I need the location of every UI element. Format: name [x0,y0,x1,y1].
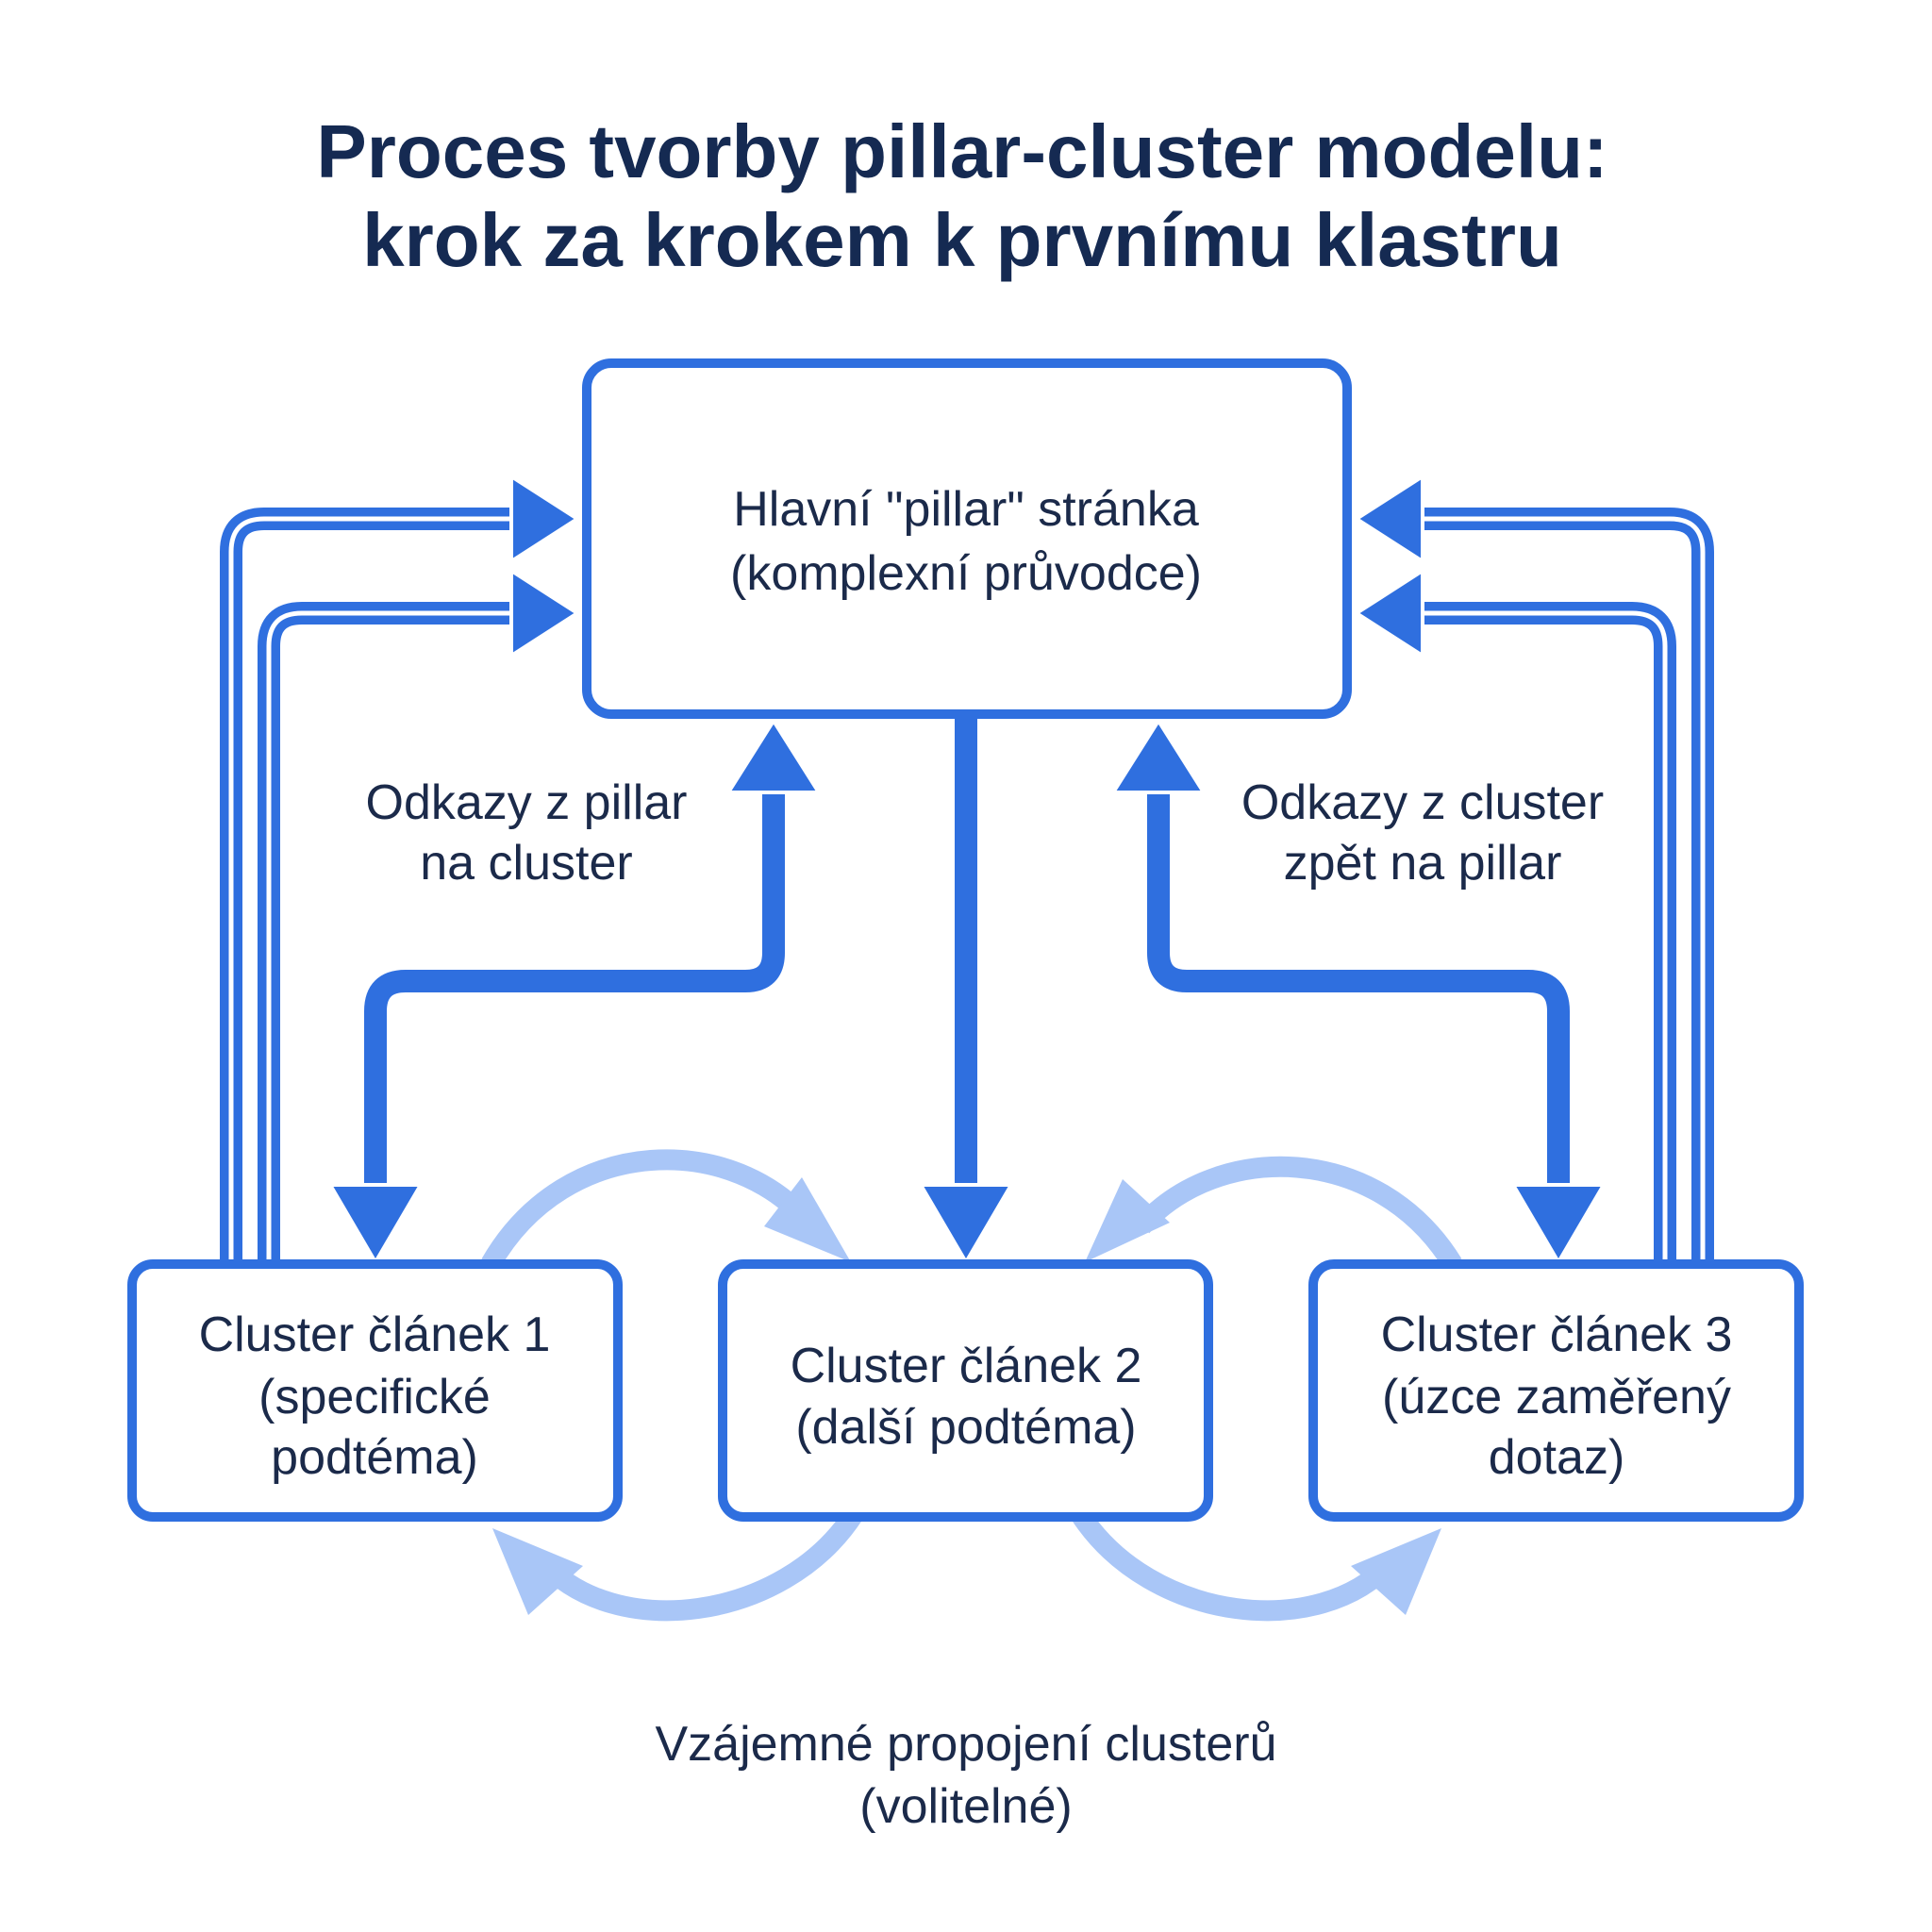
pillar-title: Hlavní "pillar" stránka [733,482,1199,537]
cluster-box-2 [718,1259,1213,1522]
interlink-arc-2-to-3-bottom [1071,1507,1400,1622]
pillar-cluster3-path [1147,783,1570,1191]
cluster-3-line-2: (úzce zaměřený [1382,1370,1731,1424]
pillar-box [582,358,1352,719]
cluster-3-line-3: dotaz) [1489,1430,1625,1485]
cluster-1-title: Cluster článek 1 [199,1307,551,1362]
right-inner-arrowhead [1355,569,1424,658]
left-inner-arrowhead [509,569,579,658]
interlink-arrowhead-3-to-2 [1085,1179,1170,1262]
cluster-node-3: Cluster článek 3 (úzce zaměřený dotaz) [1308,1259,1804,1522]
interlink-arrowhead-2-to-1 [492,1528,583,1615]
interlink-arc-3-to-2-top [1133,1156,1462,1270]
interlink-arc-2-to-1-bottom [534,1507,863,1622]
title-line-1: Proces tvorby pillar-cluster modelu: [316,109,1607,193]
cluster-box-3 [1308,1259,1804,1522]
label-interlinking-line-2: (volitelné) [859,1779,1072,1834]
cluster-2-title: Cluster článek 2 [791,1339,1142,1393]
label-cluster-to-pillar-line-1: Odkazy z cluster [1241,775,1604,830]
pillar-cluster1-up-arrowhead [726,719,821,794]
interlink-arrowhead-2-to-3 [1351,1528,1441,1615]
interlink-arcs [481,1149,1462,1622]
right-return-connectors [1355,475,1714,1272]
pillar-cluster1-down-arrowhead [328,1183,423,1264]
right-outer-arrowhead [1355,475,1424,563]
left-return-connectors [220,475,579,1272]
pillar-cluster2-connector [919,715,1013,1264]
pillar-cluster2-arrowhead [919,1183,1013,1264]
cluster-3-title: Cluster článek 3 [1381,1307,1733,1362]
label-pillar-to-cluster-line-2: na cluster [420,836,632,891]
right-inner-connector [1413,602,1676,1272]
title-line-2: krok za krokem k prvnímu klastru [362,198,1562,282]
pillar-cluster1-path [364,783,785,1191]
interlink-arrowhead-1-to-2 [764,1177,851,1262]
pillar-cluster1-connector [328,719,821,1264]
cluster-1-line-3: podtéma) [271,1430,478,1485]
pillar-page-node: Hlavní "pillar" stránka (komplexní průvo… [582,358,1352,719]
pillar-cluster3-connector [1111,719,1606,1264]
pillar-subtitle: (komplexní průvodce) [730,546,1202,601]
label-interlinking-line-1: Vzájemné propojení clusterů [655,1717,1276,1772]
cluster-node-2: Cluster článek 2 (další podtéma) [718,1259,1213,1522]
label-pillar-to-cluster-line-1: Odkazy z pillar [366,775,688,830]
left-outer-arrowhead [509,475,579,563]
pillar-cluster3-down-arrowhead [1511,1183,1606,1264]
cluster-1-line-2: (specifické [258,1370,491,1424]
pillar-cluster3-up-arrowhead [1111,719,1206,794]
label-cluster-to-pillar-line-2: zpět na pillar [1284,836,1562,891]
interlink-arc-1-to-2-top [481,1149,820,1270]
cluster-2-line-2: (další podtéma) [795,1400,1136,1455]
cluster-node-1: Cluster článek 1 (specifické podtéma) [127,1259,623,1522]
left-inner-connector [258,602,521,1272]
cluster-box-1 [127,1259,623,1522]
